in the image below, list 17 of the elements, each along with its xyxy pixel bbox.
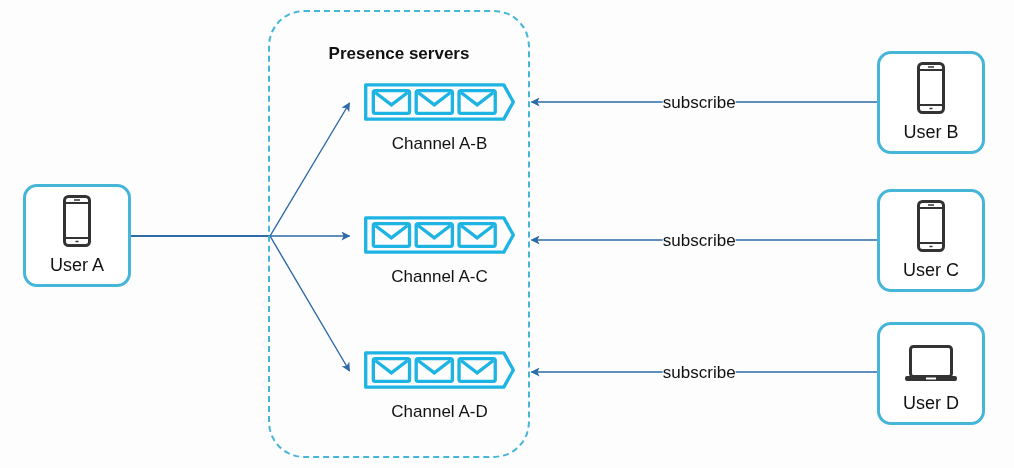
user-label: User A (50, 255, 104, 276)
device-box (23, 184, 131, 287)
device-box (877, 51, 985, 154)
user-label: User D (903, 393, 959, 414)
user-label: User B (903, 122, 959, 143)
user-label: User C (903, 260, 959, 281)
edge-label: subscribe (662, 93, 736, 111)
group-title: Presence servers (327, 44, 471, 64)
channel-label: Channel A-C (391, 266, 488, 287)
edge-label: subscribe (662, 363, 736, 381)
device-box (877, 189, 985, 292)
edge-label: subscribe (662, 231, 736, 249)
arrow (130, 235, 351, 372)
channel-label: Channel A-B (391, 133, 488, 154)
channel-label: Channel A-D (391, 401, 488, 422)
server-group-container (268, 10, 530, 458)
device-box (877, 322, 985, 425)
